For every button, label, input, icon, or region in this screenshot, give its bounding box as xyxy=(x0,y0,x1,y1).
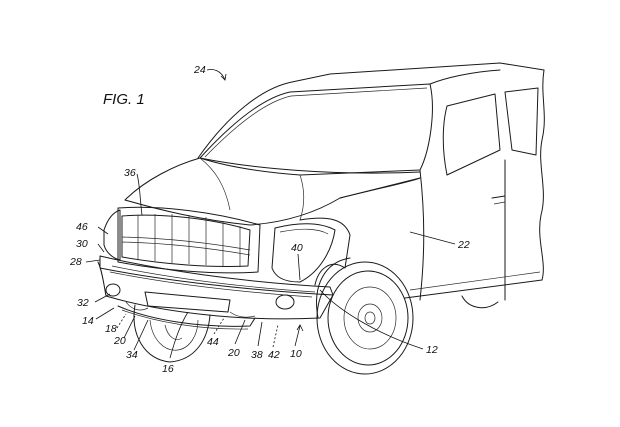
ref-14: 14 xyxy=(82,315,94,327)
ref-34: 34 xyxy=(126,349,138,361)
ref-40: 40 xyxy=(291,242,303,254)
ref-24: 24 xyxy=(193,64,206,76)
ref-46: 46 xyxy=(76,221,88,233)
ref-44: 44 xyxy=(207,336,219,348)
ref-38: 38 xyxy=(251,349,263,361)
ref-30: 30 xyxy=(76,238,88,250)
ref-18: 18 xyxy=(105,323,117,335)
grille xyxy=(103,206,261,274)
truck-body-outline xyxy=(124,62,545,301)
ref-12: 12 xyxy=(426,344,438,356)
ref-28: 28 xyxy=(69,256,82,268)
ref-10: 10 xyxy=(290,348,302,360)
front-bumper xyxy=(97,255,334,330)
ref-16: 16 xyxy=(162,363,174,375)
ref-32: 32 xyxy=(77,297,89,309)
reference-numerals: 24 36 46 30 28 32 14 18 20 34 16 44 20 3… xyxy=(69,64,470,375)
front-right-wheel xyxy=(316,257,414,375)
leader-lines xyxy=(85,69,456,359)
ref-42: 42 xyxy=(268,349,280,361)
figure-title: FIG. 1 xyxy=(103,91,145,108)
ref-22: 22 xyxy=(457,239,470,251)
ref-36: 36 xyxy=(124,167,136,179)
ref-20-right: 20 xyxy=(227,347,240,359)
rear-wheel xyxy=(461,295,499,309)
ref-20-left: 20 xyxy=(113,335,126,347)
front-left-wheel xyxy=(133,304,211,363)
